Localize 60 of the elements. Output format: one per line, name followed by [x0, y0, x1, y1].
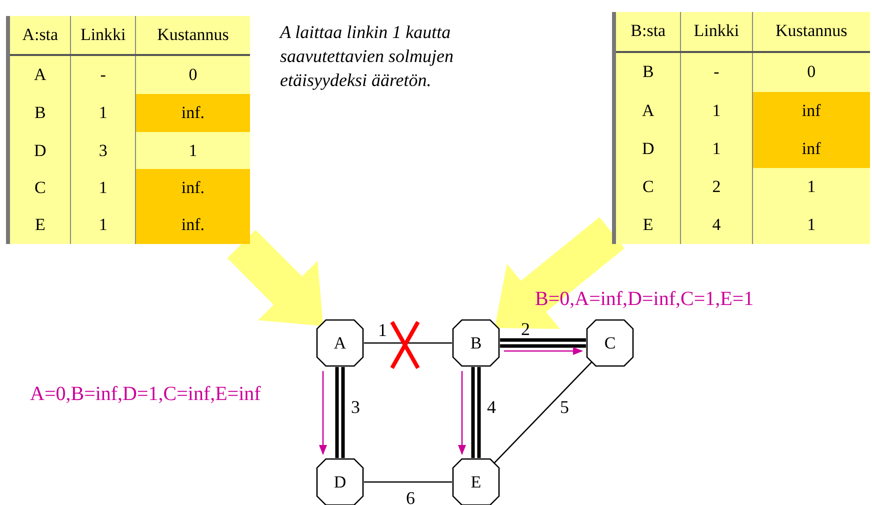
table-cell: 3	[70, 132, 136, 170]
table-header: Kustannus	[752, 12, 870, 52]
node-label: C	[604, 334, 616, 352]
table-cell: B	[10, 94, 71, 132]
edge-label: 2	[521, 320, 530, 338]
table-header: Kustannus	[135, 16, 250, 56]
edge-label: 5	[560, 398, 569, 416]
table-cell: B	[616, 52, 681, 92]
router-octagon	[316, 458, 364, 505]
node-label: A	[334, 334, 346, 352]
table-cell: 4	[680, 206, 752, 244]
edge-label: 3	[351, 398, 360, 416]
arrow	[504, 347, 583, 355]
table-header: B:sta	[616, 12, 681, 52]
node-label: D	[334, 474, 346, 490]
link-line	[364, 481, 452, 483]
table-cell: E	[10, 206, 71, 244]
routing-table	[6, 16, 250, 244]
table-cell: E	[616, 206, 681, 244]
table-cell: C	[10, 169, 71, 207]
router-octagon	[586, 319, 634, 367]
edge-label: B=0,A=inf,D=inf,C=1,E=1	[535, 289, 754, 309]
router-octagon	[452, 319, 500, 367]
table-cell: D	[616, 130, 681, 168]
table-cell: A	[616, 92, 681, 130]
table-cell: 1	[752, 206, 870, 244]
edge-label: 4	[487, 398, 496, 416]
double-line	[471, 365, 481, 460]
routing-table	[612, 12, 870, 244]
edge-label: 6	[406, 489, 415, 505]
table-header: A:sta	[10, 16, 71, 56]
table-cell: A	[10, 55, 71, 94]
table-cell: 1	[752, 168, 870, 206]
table-cell: 2	[680, 168, 752, 206]
arrow	[458, 371, 466, 455]
router-octagon	[452, 458, 500, 505]
table-cell: inf	[752, 130, 870, 168]
table-cell: inf.	[135, 206, 250, 244]
double-line	[498, 338, 588, 348]
router-octagon	[316, 319, 364, 367]
edge-label: 1	[378, 321, 387, 339]
table-header: Linkki	[680, 12, 752, 52]
double-line	[335, 365, 345, 460]
table-cell: D	[10, 132, 71, 170]
arrow	[319, 371, 327, 455]
edge-label: A=0,B=inf,D=1,C=inf,E=inf	[30, 384, 261, 404]
big-arrow	[227, 230, 324, 326]
node-label: B	[470, 334, 482, 352]
note-text: A laittaa linkin 1 kautta saavutettavien solmujen etäisyydeksi ääretön.	[280, 21, 454, 92]
link-line	[492, 360, 594, 466]
node-label: E	[470, 474, 482, 490]
table-cell: -	[680, 52, 752, 92]
table-cell: -	[70, 55, 136, 94]
table-cell: C	[616, 168, 681, 206]
link-line	[364, 342, 452, 344]
table-cell: inf	[752, 92, 870, 130]
table-header: Linkki	[70, 16, 136, 56]
table-cell: inf.	[135, 169, 250, 207]
table-cell: inf.	[135, 94, 250, 132]
big-arrow	[494, 217, 625, 329]
